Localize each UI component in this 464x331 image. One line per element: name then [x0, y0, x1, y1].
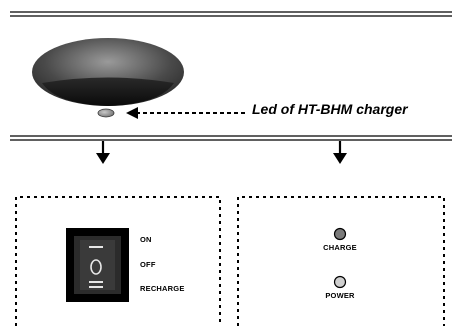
callout-label: Led of HT-BHM charger — [252, 101, 408, 117]
charger-led-icon — [97, 108, 115, 118]
switch-off-mark-icon — [90, 259, 102, 275]
power-led-label: POWER — [325, 291, 355, 300]
charge-led-label: CHARGE — [323, 243, 357, 252]
top-double-rule — [10, 11, 452, 17]
rocker-switch — [66, 228, 129, 302]
switch-recharge-mark-icon — [89, 281, 103, 288]
middle-double-rule — [10, 135, 452, 141]
charge-led-icon — [333, 227, 347, 241]
callout-arrow — [126, 107, 245, 119]
switch-on-label: ON — [140, 235, 152, 244]
switch-recharge-label: RECHARGE — [140, 284, 185, 293]
down-arrow-right-icon — [333, 141, 347, 164]
switch-off-label: OFF — [140, 260, 156, 269]
switch-panel-frame — [15, 196, 221, 326]
charger-device — [32, 38, 184, 118]
led-panel-frame — [237, 196, 445, 326]
down-arrow-left-icon — [96, 141, 110, 164]
power-led-icon — [333, 275, 347, 289]
